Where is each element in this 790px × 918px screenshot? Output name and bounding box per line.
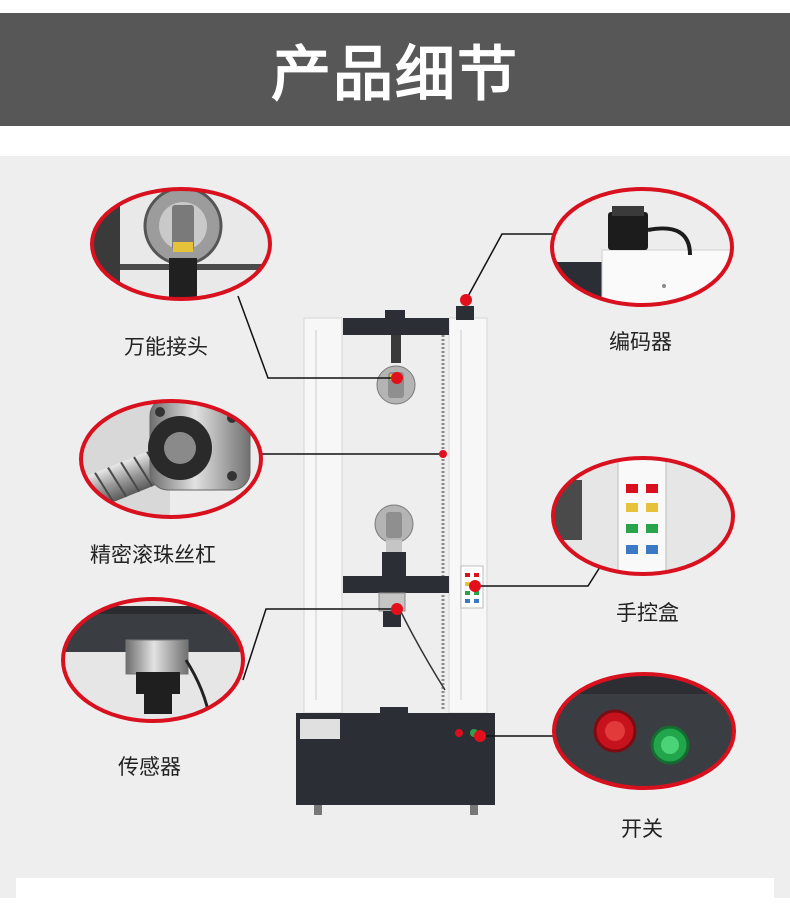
callout-encoder bbox=[550, 187, 734, 307]
label-sensor: 传感器 bbox=[118, 755, 181, 779]
dot-sensor bbox=[391, 603, 403, 615]
page-title: 产品细节 bbox=[271, 40, 519, 110]
label-universal-joint: 万能接头 bbox=[124, 335, 208, 359]
dot-hand-control-box bbox=[469, 580, 481, 592]
label-hand-control-box: 手控盒 bbox=[616, 601, 679, 625]
callout-sensor bbox=[61, 597, 245, 723]
dot-universal-joint bbox=[391, 372, 403, 384]
callout-hand-control-box bbox=[551, 456, 735, 576]
product-illustration bbox=[61, 187, 736, 815]
callout-leaders bbox=[237, 233, 601, 737]
callout-ball-screw bbox=[79, 399, 263, 519]
callout-switch bbox=[552, 672, 736, 790]
testing-machine bbox=[296, 306, 495, 815]
label-encoder: 编码器 bbox=[609, 330, 672, 354]
header-banner: 产品细节 bbox=[0, 13, 790, 126]
label-switch: 开关 bbox=[621, 817, 663, 841]
dot-ball-screw bbox=[439, 450, 447, 458]
next-section-card bbox=[16, 878, 774, 918]
label-ball-screw: 精密滚珠丝杠 bbox=[90, 543, 216, 567]
callout-universal-joint bbox=[90, 187, 272, 301]
dot-switch bbox=[474, 730, 486, 742]
callout-dots bbox=[391, 294, 486, 742]
dot-encoder bbox=[460, 294, 472, 306]
